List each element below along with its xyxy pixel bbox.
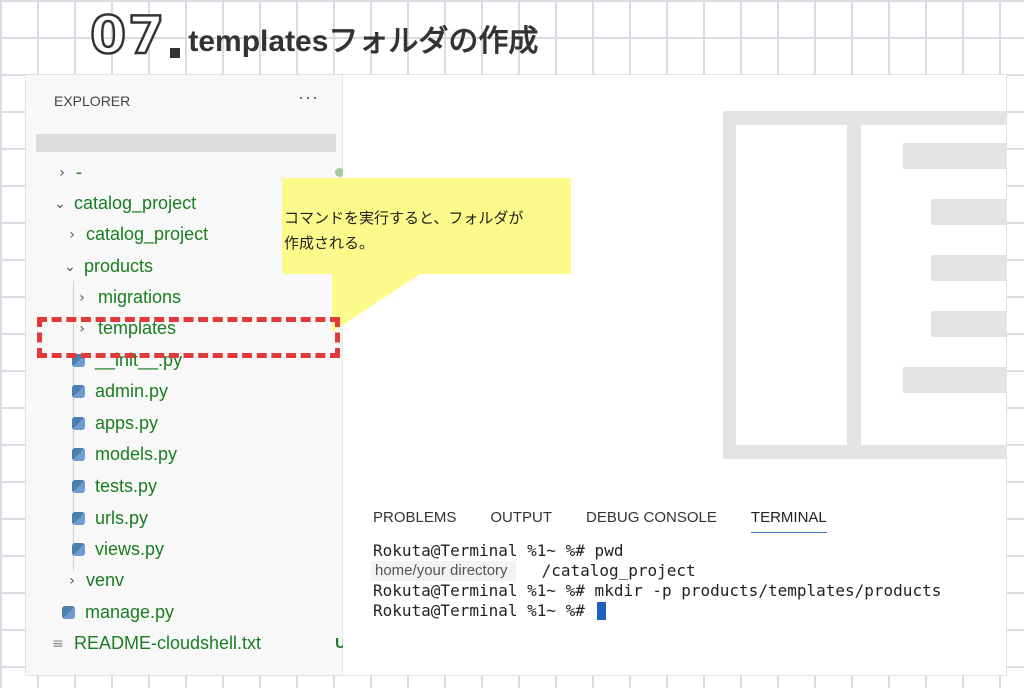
- tree-item-apps-py[interactable]: apps.py U: [26, 408, 388, 439]
- path-hint: home/your directory: [371, 561, 516, 581]
- explorer-sidebar: EXPLORER ··· › - ⌄ catalog_project › cat…: [26, 75, 366, 675]
- tree-item-readme[interactable]: ≡ README-cloudshell.txt U: [26, 628, 368, 659]
- tree-item-label: catalog_project: [74, 193, 197, 213]
- tree-item-label: views.py: [95, 539, 165, 559]
- untracked-badge: U: [335, 635, 346, 652]
- tree-item-manage-py[interactable]: manage.py U: [26, 597, 378, 628]
- terminal-prompt-line: Rokuta@Terminal %1~ %#: [373, 601, 941, 621]
- chevron-right-icon: ›: [69, 226, 75, 243]
- tree-item-catalog-project-root[interactable]: ⌄ catalog_project: [26, 188, 368, 219]
- tree-item-dash[interactable]: › -: [26, 157, 370, 188]
- python-file-icon: [72, 417, 85, 430]
- bottom-panel: PROBLEMS OUTPUT DEBUG CONSOLE TERMINAL R…: [343, 489, 1006, 675]
- tree-item-urls-py[interactable]: urls.py U: [26, 503, 388, 534]
- python-file-icon: [72, 448, 85, 461]
- terminal-output[interactable]: Rokuta@Terminal %1~ %# pwd home/your dir…: [371, 541, 942, 621]
- workspace-header[interactable]: [36, 134, 336, 152]
- more-actions-icon[interactable]: ···: [298, 87, 319, 107]
- vscode-window: EXPLORER ··· › - ⌄ catalog_project › cat…: [25, 74, 1007, 676]
- chevron-down-icon: ⌄: [64, 258, 76, 275]
- page-heading: 07 templatesフォルダの作成: [89, 2, 539, 66]
- tree-item-migrations[interactable]: › migrations: [26, 282, 390, 313]
- tree-item-models-py[interactable]: models.py U: [26, 439, 388, 470]
- tree-item-admin-py[interactable]: admin.py U: [26, 376, 388, 407]
- tree-item-tests-py[interactable]: tests.py U: [26, 471, 388, 502]
- terminal-line: home/your directory /catalog_project: [371, 561, 941, 581]
- tree-item-label: manage.py: [85, 602, 175, 622]
- python-file-icon: [72, 480, 85, 493]
- chevron-right-icon: ›: [69, 572, 75, 589]
- tree-item-products[interactable]: ⌄ products: [26, 251, 378, 282]
- tree-item-catalog-project[interactable]: › catalog_project: [26, 219, 380, 250]
- panel-tabs: PROBLEMS OUTPUT DEBUG CONSOLE TERMINAL: [373, 509, 827, 533]
- explorer-title: EXPLORER: [54, 93, 131, 109]
- chevron-right-icon: ›: [59, 164, 65, 181]
- tab-output[interactable]: OUTPUT: [490, 509, 553, 526]
- tree-item-label: admin.py: [95, 381, 169, 401]
- tree-item-venv[interactable]: › venv: [26, 565, 380, 596]
- tree-item-label: catalog_project: [86, 224, 209, 244]
- python-file-icon: [72, 543, 85, 556]
- tree-item-label: products: [84, 256, 154, 276]
- terminal-prompt: Rokuta@Terminal %1~ %#: [373, 601, 595, 620]
- python-file-icon: [62, 606, 75, 619]
- tree-item-label: urls.py: [95, 508, 149, 528]
- tree-item-views-py[interactable]: views.py U: [26, 534, 388, 565]
- heading-title: templatesフォルダの作成: [188, 25, 539, 58]
- tree-item-label: templates: [98, 318, 177, 338]
- callout-text: コマンドを実行すると、フォルダが 作成される。: [284, 206, 569, 256]
- tab-terminal[interactable]: TERMINAL: [750, 509, 827, 533]
- modified-dot-badge: [335, 168, 344, 177]
- chevron-right-icon: ›: [79, 289, 85, 306]
- terminal-line: Rokuta@Terminal %1~ %# mkdir -p products…: [373, 581, 942, 600]
- callout-line: コマンドを実行すると、フォルダが: [284, 210, 524, 227]
- callout-line: 作成される。: [284, 235, 375, 252]
- tree-item-label: tests.py: [95, 476, 158, 496]
- annotation-callout: [282, 178, 571, 274]
- chevron-down-icon: ⌄: [54, 195, 66, 212]
- terminal-line: Rokuta@Terminal %1~ %# pwd: [373, 541, 624, 560]
- heading-dot: [170, 48, 181, 58]
- tree-item-label: venv: [86, 570, 125, 590]
- text-file-icon: ≡: [52, 635, 64, 652]
- tree-item-label: -: [76, 162, 82, 182]
- python-file-icon: [72, 385, 85, 398]
- tree-item-label: apps.py: [95, 413, 159, 433]
- editor-area[interactable]: [343, 75, 1006, 489]
- highlight-box: [37, 317, 340, 358]
- chevron-right-icon: ›: [79, 320, 85, 337]
- terminal-path: /catalog_project: [541, 561, 696, 580]
- terminal-cursor: [596, 602, 606, 620]
- tab-debug-console[interactable]: DEBUG CONSOLE: [586, 509, 717, 526]
- python-file-icon: [72, 512, 85, 525]
- tree-item-label: models.py: [95, 444, 178, 464]
- tree-item-label: README-cloudshell.txt: [74, 633, 262, 653]
- tree-item-label: migrations: [98, 287, 182, 307]
- tab-problems[interactable]: PROBLEMS: [373, 509, 457, 526]
- step-number: 07: [89, 6, 167, 66]
- tree-item-templates[interactable]: › templates: [26, 313, 390, 344]
